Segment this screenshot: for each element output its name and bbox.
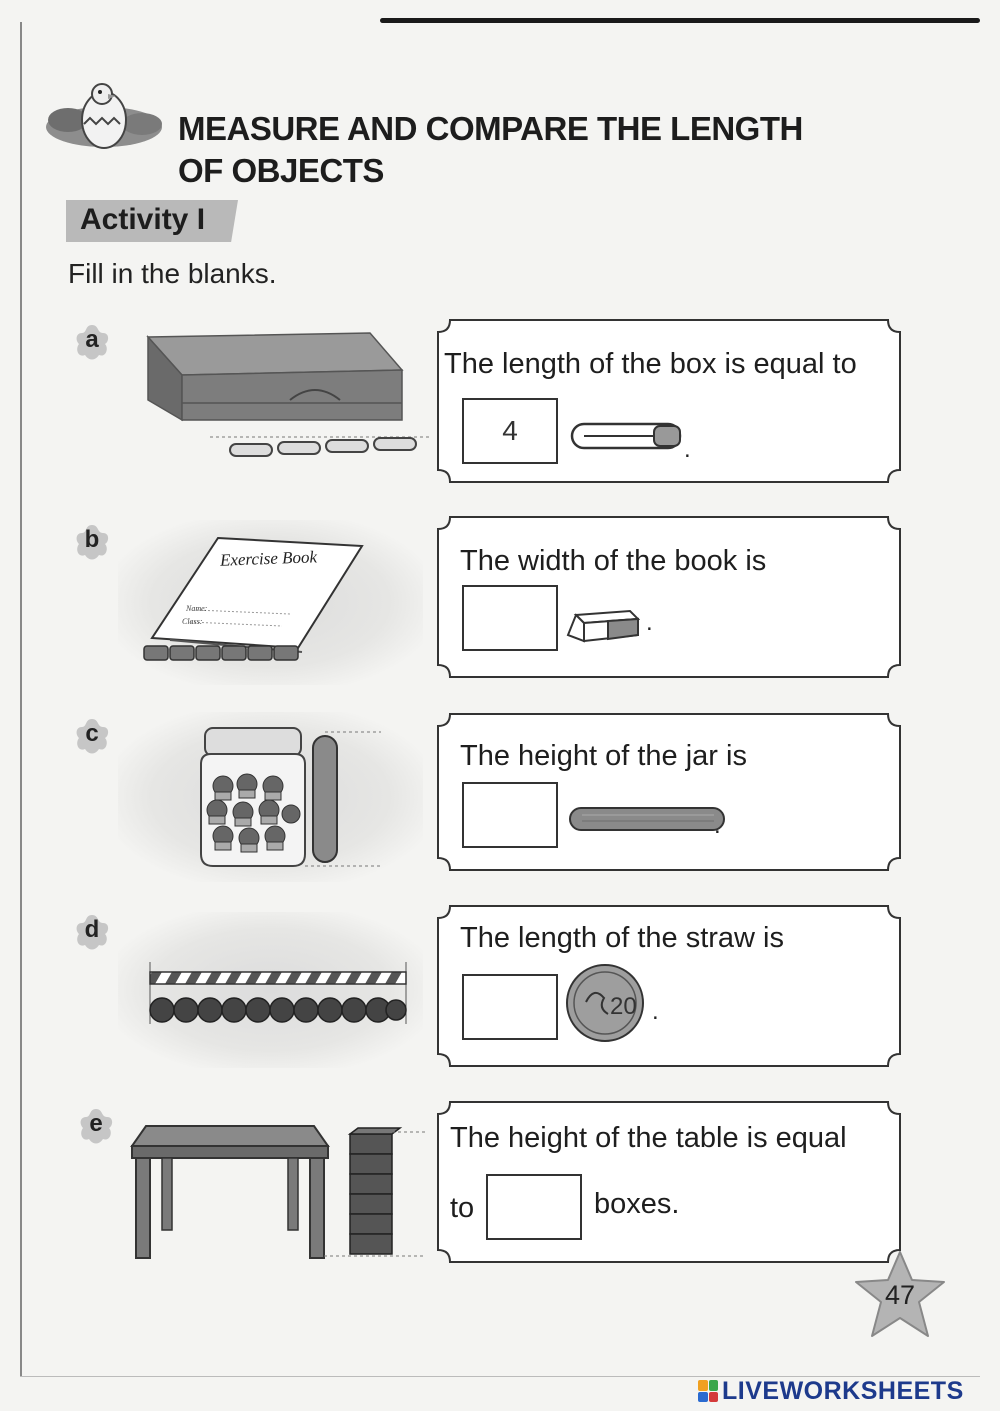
answer-input-b[interactable] <box>462 585 558 651</box>
table-picture <box>130 1125 426 1259</box>
question-card-a: The length of the box is equal to . <box>436 318 902 484</box>
instruction-text: Fill in the blanks. <box>68 258 277 289</box>
star-badge-icon <box>855 1251 945 1337</box>
flower-badge-icon <box>76 719 109 754</box>
item-letter-c: c <box>85 720 99 747</box>
book-class-label: Class: <box>182 617 203 626</box>
page-bottom-edge <box>20 1376 980 1377</box>
answer-input-d[interactable] <box>462 974 558 1040</box>
picture-background <box>118 912 423 1068</box>
flower-badge-icon <box>76 915 109 950</box>
safety-pin-icon <box>570 422 682 450</box>
period-a: . <box>684 436 691 463</box>
sentence-a: The length of the box is equal to <box>444 348 857 380</box>
liveworksheets-logo-icon <box>698 1380 718 1402</box>
item-letter-d: d <box>84 916 100 943</box>
item-letter-e: e <box>89 1110 103 1137</box>
sentence-b: The width of the book is <box>460 545 767 577</box>
title-line-1: MEASURE AND COMPARE THE LENGTH <box>178 110 803 147</box>
flower-badge-icon <box>80 1109 113 1144</box>
page-left-edge <box>20 22 22 1377</box>
question-card-b: The width of the book is . <box>436 515 902 679</box>
sentence-e-prefix: to <box>450 1192 475 1224</box>
period-d: . <box>652 998 659 1025</box>
book-picture <box>143 536 364 661</box>
answer-input-a[interactable] <box>462 398 558 464</box>
brand-name: LIVEWORKSHEETS <box>722 1376 964 1405</box>
page-title: MEASURE AND COMPARE THE LENGTH OF OBJECT… <box>178 108 878 192</box>
item-letter-a: a <box>85 326 99 353</box>
box-picture <box>146 332 430 457</box>
sentence-c: The height of the jar is <box>460 740 747 772</box>
flower-badge-icon <box>76 525 109 560</box>
flower-badge-icon <box>76 325 109 360</box>
eggshell-bird-icon <box>46 83 162 149</box>
question-card-e: The height of the table is equal to boxe… <box>436 1100 902 1264</box>
period-b: . <box>646 609 653 636</box>
jar-picture <box>200 727 381 867</box>
sentence-e: The height of the table is equal <box>450 1122 847 1154</box>
title-line-2: OF OBJECTS <box>178 152 384 189</box>
brand-watermark: LIVEWORKSHEETS <box>698 1376 964 1406</box>
page-top-edge <box>380 18 980 23</box>
book-cover-title: Exercise Book <box>219 547 318 570</box>
activity-label: Activity I <box>80 203 206 236</box>
sentence-d: The length of the straw is <box>460 922 784 954</box>
sentence-e-suffix: boxes. <box>594 1188 680 1220</box>
answer-input-e[interactable] <box>486 1174 582 1240</box>
question-card-c: The height of the jar is . <box>436 712 902 872</box>
question-card-d: The length of the straw is 20 . <box>436 904 902 1068</box>
answer-input-c[interactable] <box>462 782 558 848</box>
book-name-label: Name: <box>186 604 208 613</box>
item-letter-b: b <box>84 526 100 553</box>
straw-picture <box>149 962 407 1024</box>
period-c: . <box>714 812 721 839</box>
coin-value: 20 <box>610 993 637 1020</box>
eraser-icon <box>566 609 640 643</box>
activity-tab <box>66 200 238 242</box>
coin-icon: 20 <box>566 964 644 1042</box>
page-number: 47 <box>884 1280 916 1310</box>
ice-cream-stick-icon <box>569 807 725 831</box>
